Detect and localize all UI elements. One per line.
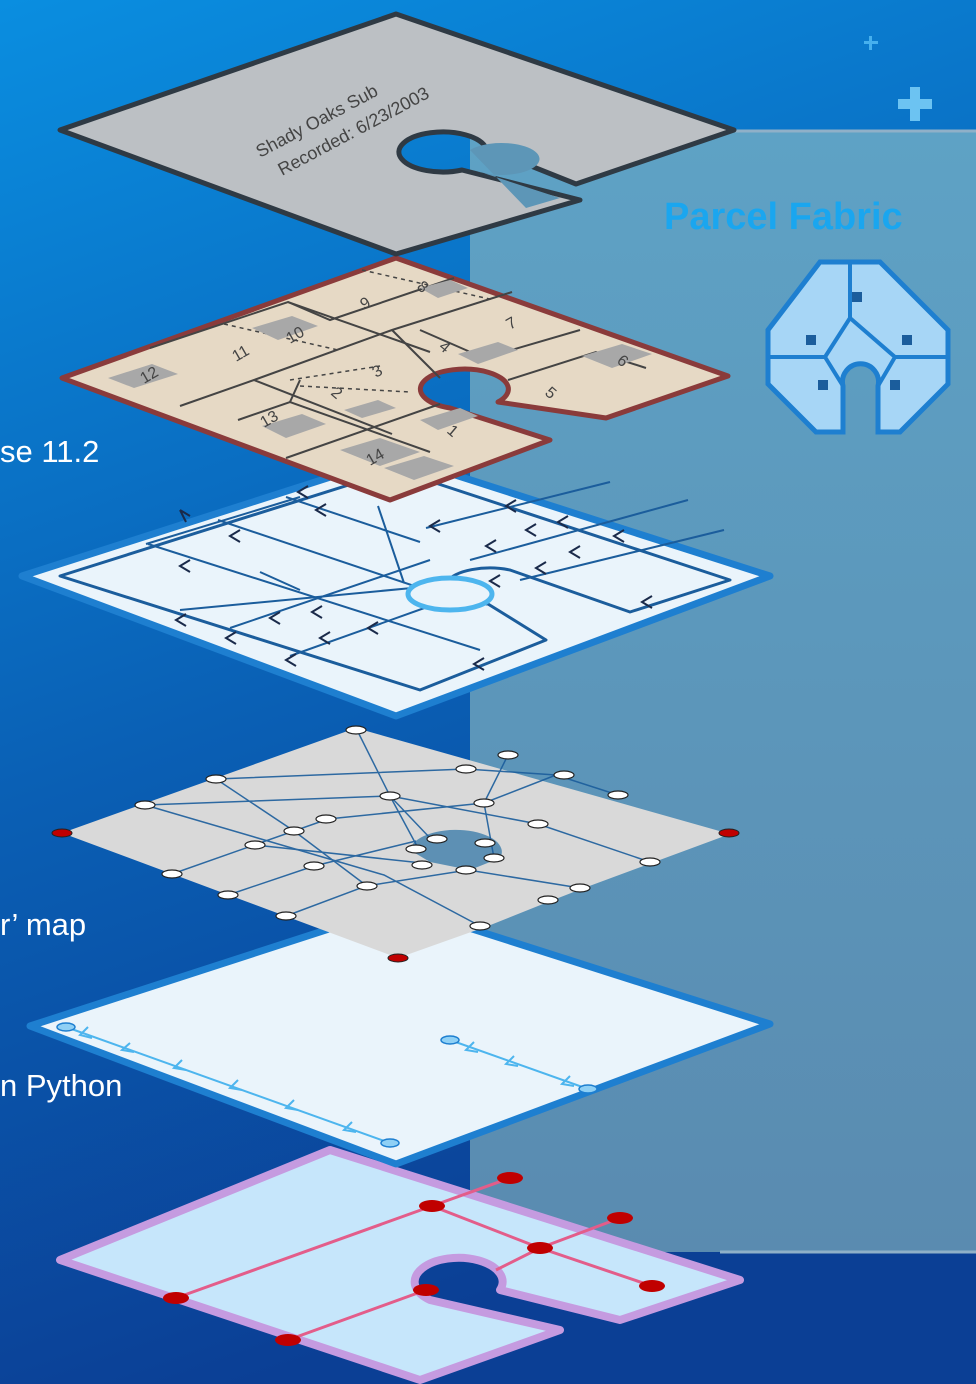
parcel-point [244, 840, 266, 850]
lots-layer: 8 9 7 10 11 4 6 3 12 2 5 13 1 14 [59, 255, 731, 503]
lot-label: 14 [364, 446, 388, 470]
control-point [639, 1280, 665, 1292]
control-point [497, 1172, 523, 1184]
parcel-point [474, 838, 496, 848]
parcel-fabric-icon [765, 259, 951, 435]
side-text-python: n Python [0, 1068, 123, 1103]
side-text-release: se 11.2 [0, 434, 100, 469]
parcel-point [527, 819, 549, 829]
parcel-point [379, 791, 401, 801]
parcel-point [553, 770, 575, 780]
side-text-map: r’ map [0, 907, 87, 942]
parcel-point [345, 725, 367, 735]
parcel-point [455, 764, 477, 774]
parcel-point [161, 869, 183, 879]
parcel-point [405, 844, 427, 854]
parcel-point [275, 911, 297, 921]
plus-icon [898, 87, 932, 121]
control-point [51, 828, 73, 838]
parcel-point [283, 826, 305, 836]
parcel-point [473, 798, 495, 808]
parcel-point [497, 750, 519, 760]
panel-title: Parcel Fabric [664, 196, 903, 238]
parcel-point [639, 857, 661, 867]
plat-layer: Shady Oaks Sub Recorded: 6/23/2003 [57, 11, 737, 257]
parcel-point [205, 774, 227, 784]
parcel-point [537, 895, 559, 905]
parcel-point [426, 834, 448, 844]
control-point [275, 1334, 301, 1346]
records-layer [56, 1146, 744, 1384]
parcel-point [303, 861, 325, 871]
plus-icon [864, 36, 878, 50]
points-layer [51, 725, 740, 963]
parcel-point [455, 865, 477, 875]
control-point [387, 953, 409, 963]
parcel-point [483, 853, 505, 863]
parcel-point [315, 814, 337, 824]
connections-layer [26, 902, 774, 1168]
control-point [419, 1200, 445, 1212]
control-point [413, 1284, 439, 1296]
lot-label: 13 [258, 408, 282, 432]
lot-label: 10 [284, 324, 308, 348]
parcel-point [607, 790, 629, 800]
lot-label: 11 [230, 342, 253, 365]
parcel-point [134, 800, 156, 810]
lot-label: 12 [138, 364, 162, 388]
lines-layer [18, 452, 774, 720]
parcel-point [469, 921, 491, 931]
parcel-point [356, 881, 378, 891]
parcel-point [217, 890, 239, 900]
control-point [718, 828, 740, 838]
control-point [163, 1292, 189, 1304]
control-point [527, 1242, 553, 1254]
control-point [607, 1212, 633, 1224]
parcel-point [569, 883, 591, 893]
parcel-point [411, 860, 433, 870]
